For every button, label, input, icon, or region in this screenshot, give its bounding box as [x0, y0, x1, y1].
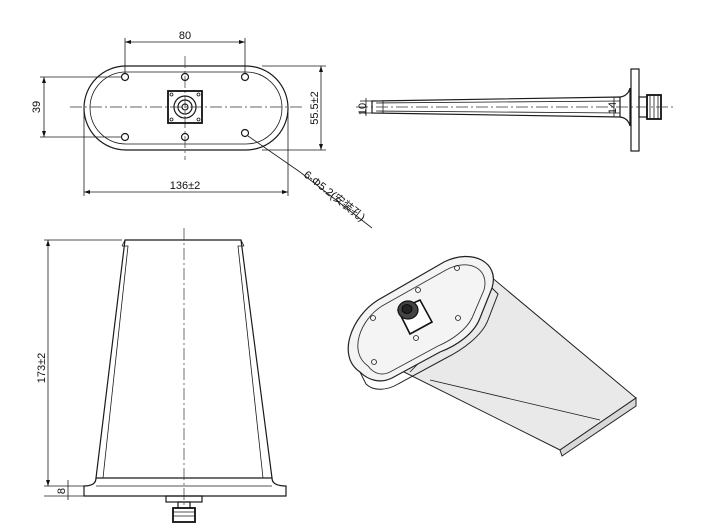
iso-mount-hole [454, 265, 460, 271]
front-radome-edge-left [102, 245, 129, 479]
iso-mount-hole [371, 359, 377, 365]
dim-side-thickness: 10 [357, 103, 369, 115]
dim-plate-width-overall: 55.5±2 [309, 91, 321, 125]
side-flange-fillet [619, 87, 631, 127]
iso-radome-edge [559, 397, 637, 457]
iso-base-plate-edge [359, 287, 499, 390]
connector-body [173, 95, 197, 119]
dim-arrow [42, 131, 46, 137]
front-radome-edge-right [237, 245, 264, 479]
leader-line [247, 135, 301, 173]
mount-hole [240, 72, 250, 82]
dim-arrow [319, 66, 323, 72]
dim-arrow [282, 190, 288, 194]
iso-mount-hole [415, 287, 421, 293]
flange-screw [169, 117, 174, 122]
side-inner-line [375, 110, 621, 114]
front-radome-fillet [240, 239, 245, 247]
mount-hole [180, 132, 190, 142]
connector-pin [181, 103, 189, 111]
front-radome-fillet [121, 239, 126, 247]
dim-plate-length: 136±2 [170, 180, 201, 192]
dim-plate-height: 39 [31, 101, 43, 113]
side-inner-line [375, 100, 621, 104]
side-view: 10 14 [356, 68, 676, 152]
dim-arrow [319, 144, 323, 150]
dim-arrow [46, 480, 50, 486]
iso-radome-highlight [429, 379, 601, 421]
dim-side-flange: 14 [607, 102, 619, 114]
dim-arrow [239, 40, 245, 44]
side-flange-plate [630, 68, 640, 152]
dim-hole-spacing: 80 [179, 30, 191, 42]
top-view: 80 39 55.5±2 136±2 6-Φ5.2(安装孔) [31, 30, 373, 229]
mount-hole [120, 132, 130, 142]
mount-hole-note: 6-Φ5.2(安装孔) [301, 167, 368, 224]
dim-total-height: 173±2 [36, 353, 48, 384]
connector-inner [177, 99, 193, 115]
dim-arrow [84, 190, 90, 194]
iso-base-plate-inner [357, 264, 486, 375]
connector-flange [167, 90, 203, 124]
leader-line [299, 171, 373, 229]
dim-arrow [42, 77, 46, 83]
mount-hole [180, 72, 190, 82]
flange-screw [196, 117, 201, 122]
iso-connector-pin [401, 304, 413, 314]
isometric-view [347, 255, 637, 457]
plate-inner-outline [89, 71, 283, 145]
iso-mount-hole [370, 315, 376, 321]
plate-outline [83, 65, 289, 151]
iso-mount-hole [413, 335, 419, 341]
mount-hole [240, 128, 250, 138]
mount-hole [120, 72, 130, 82]
front-base [83, 477, 287, 497]
dim-arrow [46, 240, 50, 246]
dim-base-thickness: 8 [56, 488, 68, 494]
flange-screw [196, 92, 201, 97]
flange-screw [169, 92, 174, 97]
dim-arrow [125, 40, 131, 44]
front-view: 173±2 8 [36, 228, 287, 523]
iso-mount-hole [455, 315, 461, 321]
front-connector-nut [172, 507, 196, 523]
